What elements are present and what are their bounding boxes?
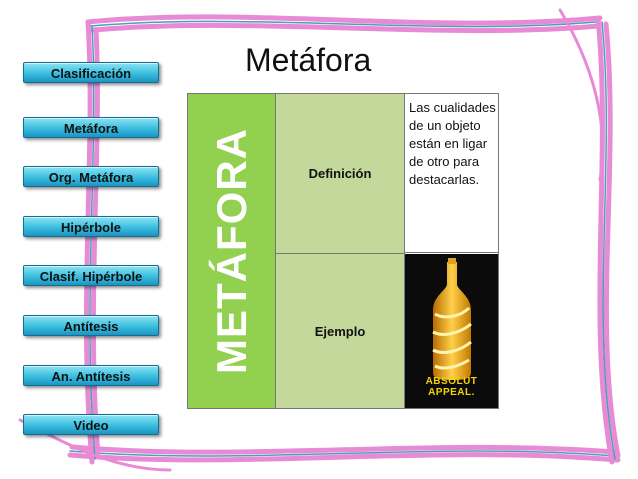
ad-text: ABSOLUT APPEAL.	[425, 376, 478, 398]
absolut-bottle-icon	[432, 258, 472, 380]
definition-label-cell: Definición	[276, 94, 405, 254]
page-title: Metáfora	[245, 42, 372, 78]
nav-clasif-hiperbole-button[interactable]: Clasif. Hipérbole	[23, 265, 159, 286]
vertical-label: METÁFORA	[207, 128, 255, 374]
nav-metafora-button[interactable]: Metáfora	[23, 117, 159, 138]
definition-label: Definición	[308, 166, 372, 181]
example-label: Ejemplo	[314, 323, 366, 339]
nav-antitesis-button[interactable]: Antítesis	[23, 315, 159, 336]
example-image: ABSOLUT APPEAL.	[405, 254, 498, 408]
nav-an-antitesis-button[interactable]: An. Antítesis	[23, 365, 159, 386]
definition-text: Las cualidades de un objeto están en lig…	[405, 94, 498, 253]
metafora-table: METÁFORA Definición Las cualidades de un…	[187, 93, 499, 409]
nav-clasificacion-button[interactable]: Clasificación	[23, 62, 159, 83]
vertical-label-cell: METÁFORA	[188, 94, 276, 408]
nav-video-button[interactable]: Video	[23, 414, 159, 435]
example-label-cell: Ejemplo	[276, 254, 405, 408]
nav-org-metafora-button[interactable]: Org. Metáfora	[23, 166, 159, 187]
nav-hiperbole-button[interactable]: Hipérbole	[23, 216, 159, 237]
